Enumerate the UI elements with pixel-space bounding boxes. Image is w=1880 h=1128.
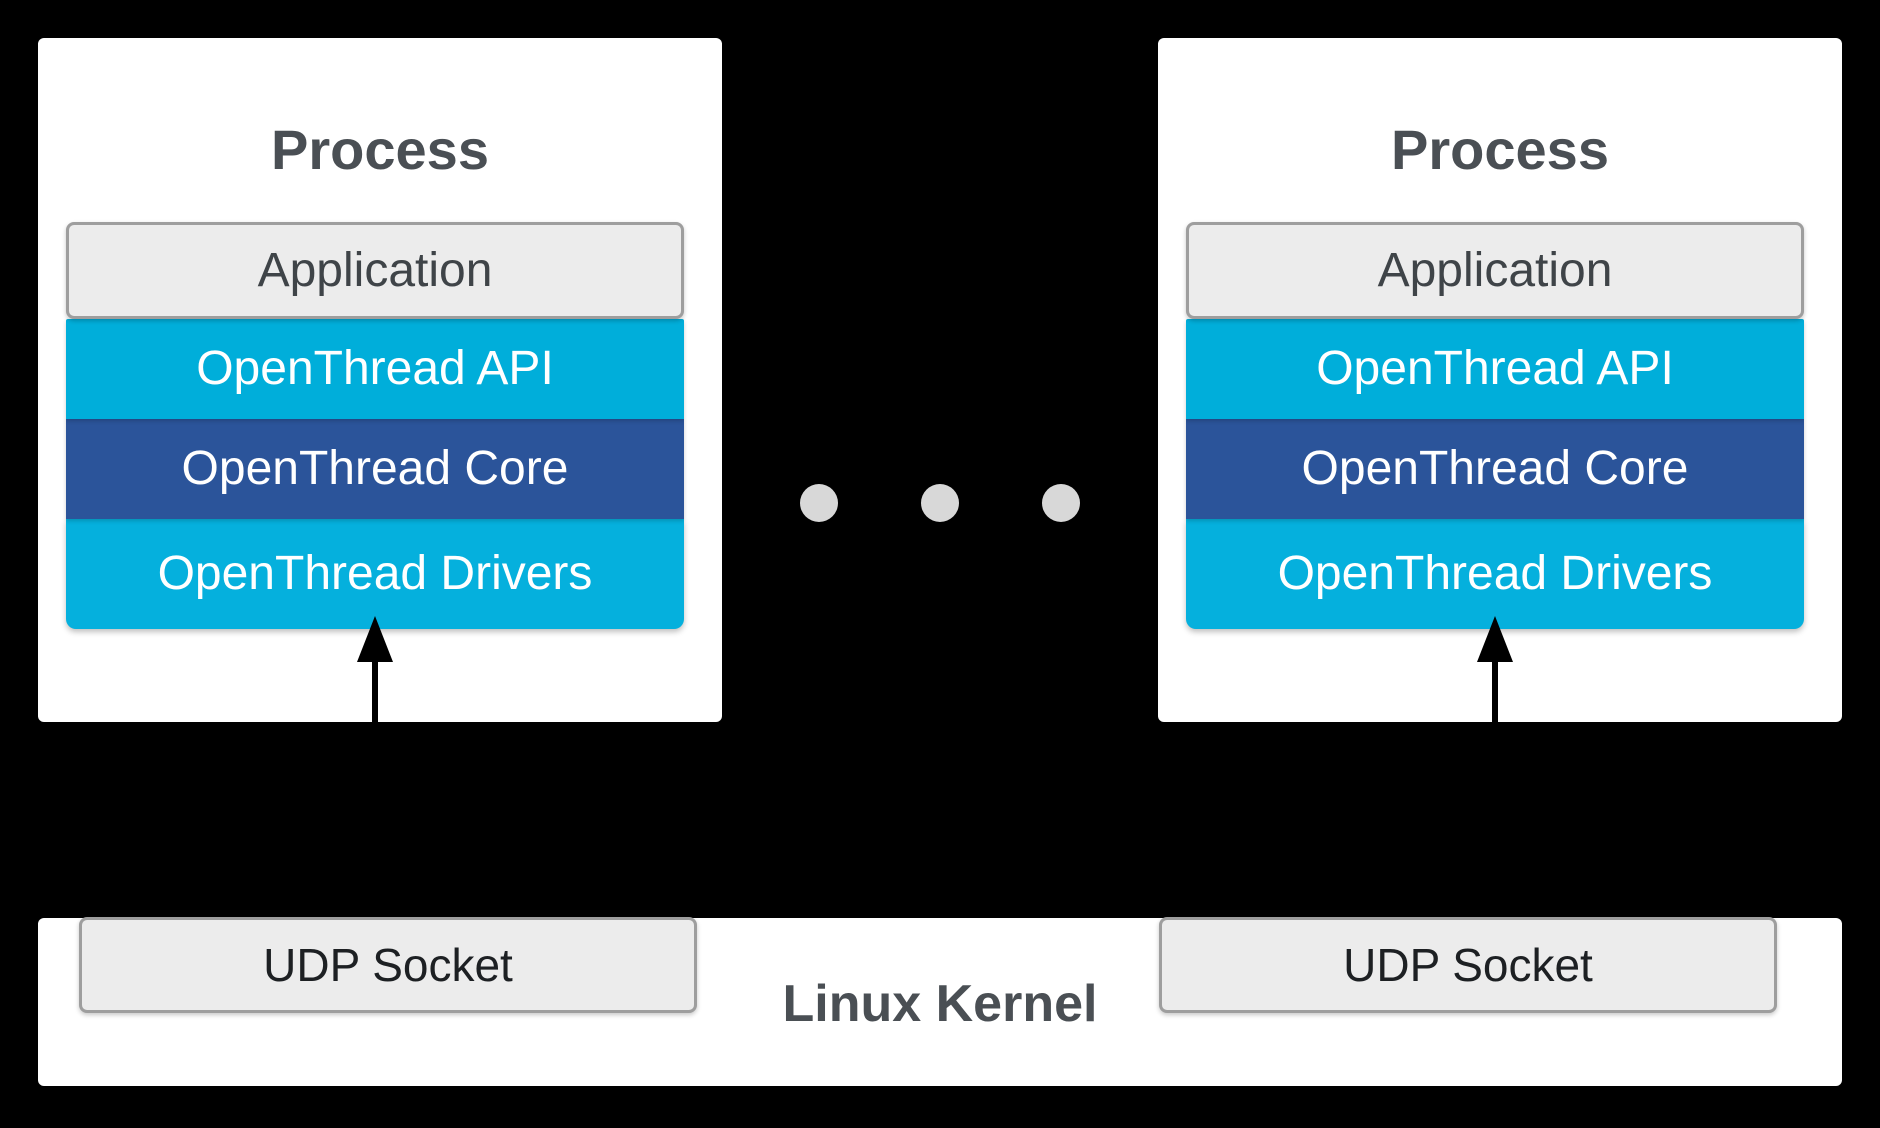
process-title-left: Process: [271, 118, 489, 181]
layer-application-left: Application: [66, 222, 684, 319]
arrow-up-icon-left: [357, 616, 393, 724]
layer-openthread-drivers-left: OpenThread Drivers: [66, 519, 684, 724]
layer-openthread-core-left: OpenThread Core: [66, 419, 684, 519]
layer-application-right: Application: [1186, 222, 1804, 319]
process-box-left: Process Application OpenThread API OpenT…: [38, 38, 722, 724]
ellipsis-dot-icon-2: [921, 484, 959, 522]
arrow-up-icon-right: [1477, 616, 1513, 724]
ellipsis-dot-icon-3: [1042, 484, 1080, 522]
process-title-right: Process: [1391, 118, 1609, 181]
layer-openthread-api-right: OpenThread API: [1186, 319, 1804, 419]
ellipsis-dot-icon-1: [800, 484, 838, 522]
layer-stack-right: Application OpenThread API OpenThread Co…: [1186, 222, 1804, 724]
more-processes-ellipsis: [790, 484, 1090, 524]
udp-socket-box-right: UDP Socket: [1159, 917, 1777, 1013]
layer-openthread-api-left: OpenThread API: [66, 319, 684, 419]
layer-openthread-core-right: OpenThread Core: [1186, 419, 1804, 519]
linux-kernel-title: Linux Kernel: [782, 975, 1098, 1033]
linux-kernel-box: Linux Kernel UDP Socket UDP Socket: [38, 917, 1842, 1086]
udp-socket-box-left: UDP Socket: [79, 917, 697, 1013]
layer-openthread-drivers-right: OpenThread Drivers: [1186, 519, 1804, 724]
process-box-right: Process Application OpenThread API OpenT…: [1158, 38, 1842, 724]
layer-stack-left: Application OpenThread API OpenThread Co…: [66, 222, 684, 724]
